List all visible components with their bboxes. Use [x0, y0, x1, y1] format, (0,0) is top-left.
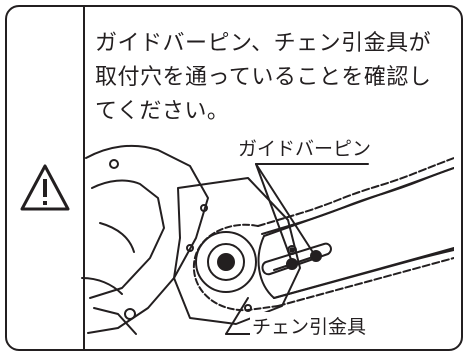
chain-tensioner-label: チェン引金具 — [250, 312, 369, 339]
guide-bar-pin-label: ガイドバーピン — [236, 134, 374, 161]
instruction-text: ガイドバーピン、チェン引金具が 取付穴を通っていることを確認し てください。 — [95, 27, 455, 129]
instruction-line-3: てください。 — [95, 99, 230, 124]
caution-box: ガイドバーピン、チェン引金具が 取付穴を通っていることを確認し てください。 — [5, 5, 463, 351]
chainsaw-illustration — [81, 144, 454, 335]
warning-triangle-icon — [20, 164, 70, 211]
instruction-line-1: ガイドバーピン、チェン引金具が — [95, 31, 432, 56]
divider — [83, 7, 85, 349]
instruction-line-2: 取付穴を通っていることを確認し — [95, 65, 432, 90]
